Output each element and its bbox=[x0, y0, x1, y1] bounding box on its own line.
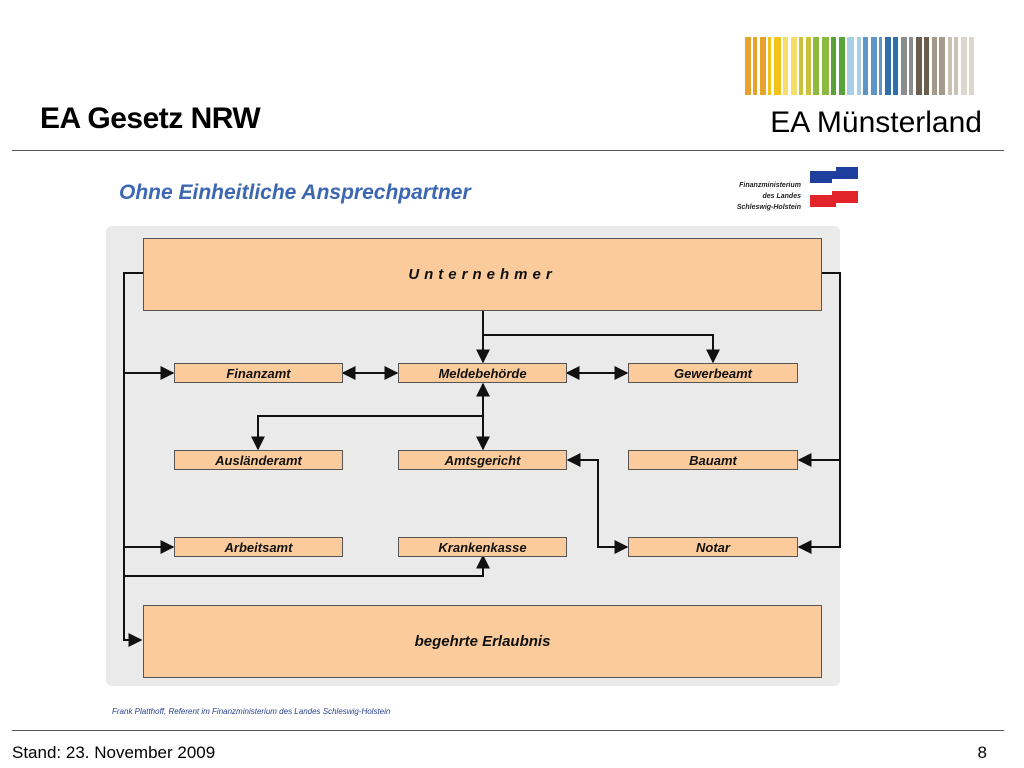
node-meldebehoerde: Meldebehörde bbox=[398, 363, 567, 383]
slide-title: EA Gesetz NRW bbox=[40, 102, 261, 135]
node-gewerbeamt: Gewerbeamt bbox=[628, 363, 798, 383]
stripe bbox=[924, 37, 929, 95]
node-arbeitsamt: Arbeitsamt bbox=[174, 537, 343, 557]
stripe bbox=[768, 37, 771, 95]
stripe bbox=[831, 37, 836, 95]
node-finanzamt: Finanzamt bbox=[174, 363, 343, 383]
ministry-line: Schleswig-Holstein bbox=[736, 204, 801, 211]
page-number: 8 bbox=[977, 743, 987, 762]
header-divider bbox=[12, 150, 1004, 151]
stripe bbox=[969, 37, 974, 95]
stripe bbox=[760, 37, 766, 95]
diagram-credit: Frank Platthoff, Referent im Finanzminis… bbox=[112, 707, 391, 716]
diagram-title: Ohne Einheitliche Ansprechpartner bbox=[119, 181, 471, 204]
stripe bbox=[879, 37, 882, 95]
stripe bbox=[847, 37, 854, 95]
stripe bbox=[909, 37, 913, 95]
stripe bbox=[799, 37, 803, 95]
node-begehrte-erlaubnis: begehrte Erlaubnis bbox=[143, 605, 822, 678]
stripe bbox=[839, 37, 845, 95]
stripe bbox=[791, 37, 797, 95]
stripe bbox=[954, 37, 958, 95]
brand-name: EA Münsterland bbox=[770, 106, 982, 139]
stripe bbox=[871, 37, 877, 95]
ministry-line: des Landes bbox=[762, 193, 801, 200]
node-amtsgericht: Amtsgericht bbox=[398, 450, 567, 470]
stripe bbox=[753, 37, 757, 95]
stripe bbox=[948, 37, 952, 95]
ministry-line: Finanzministerium bbox=[739, 182, 801, 189]
stripe bbox=[916, 37, 922, 95]
stripe bbox=[863, 37, 868, 95]
stripe bbox=[774, 37, 781, 95]
node-auslaenderamt: Ausländeramt bbox=[174, 450, 343, 470]
node-krankenkasse: Krankenkasse bbox=[398, 537, 567, 557]
stripe bbox=[813, 37, 819, 95]
brand-stripes-logo bbox=[745, 37, 985, 95]
ministry-text: Finanzministerium des Landes Schleswig-H… bbox=[708, 180, 801, 213]
stripe bbox=[901, 37, 907, 95]
stripe bbox=[939, 37, 945, 95]
ministry-flag-logo bbox=[810, 167, 858, 207]
node-bauamt: Bauamt bbox=[628, 450, 798, 470]
stripe bbox=[961, 37, 967, 95]
stripe bbox=[932, 37, 937, 95]
stripe bbox=[893, 37, 898, 95]
node-unternehmer: Unternehmer bbox=[143, 238, 822, 311]
stripe bbox=[822, 37, 829, 95]
stripe bbox=[745, 37, 751, 95]
stripe bbox=[783, 37, 788, 95]
stripe bbox=[857, 37, 861, 95]
stripe bbox=[885, 37, 891, 95]
footer-date: Stand: 23. November 2009 bbox=[12, 743, 216, 762]
node-notar: Notar bbox=[628, 537, 798, 557]
stripe bbox=[806, 37, 811, 95]
footer-divider bbox=[12, 730, 1004, 731]
